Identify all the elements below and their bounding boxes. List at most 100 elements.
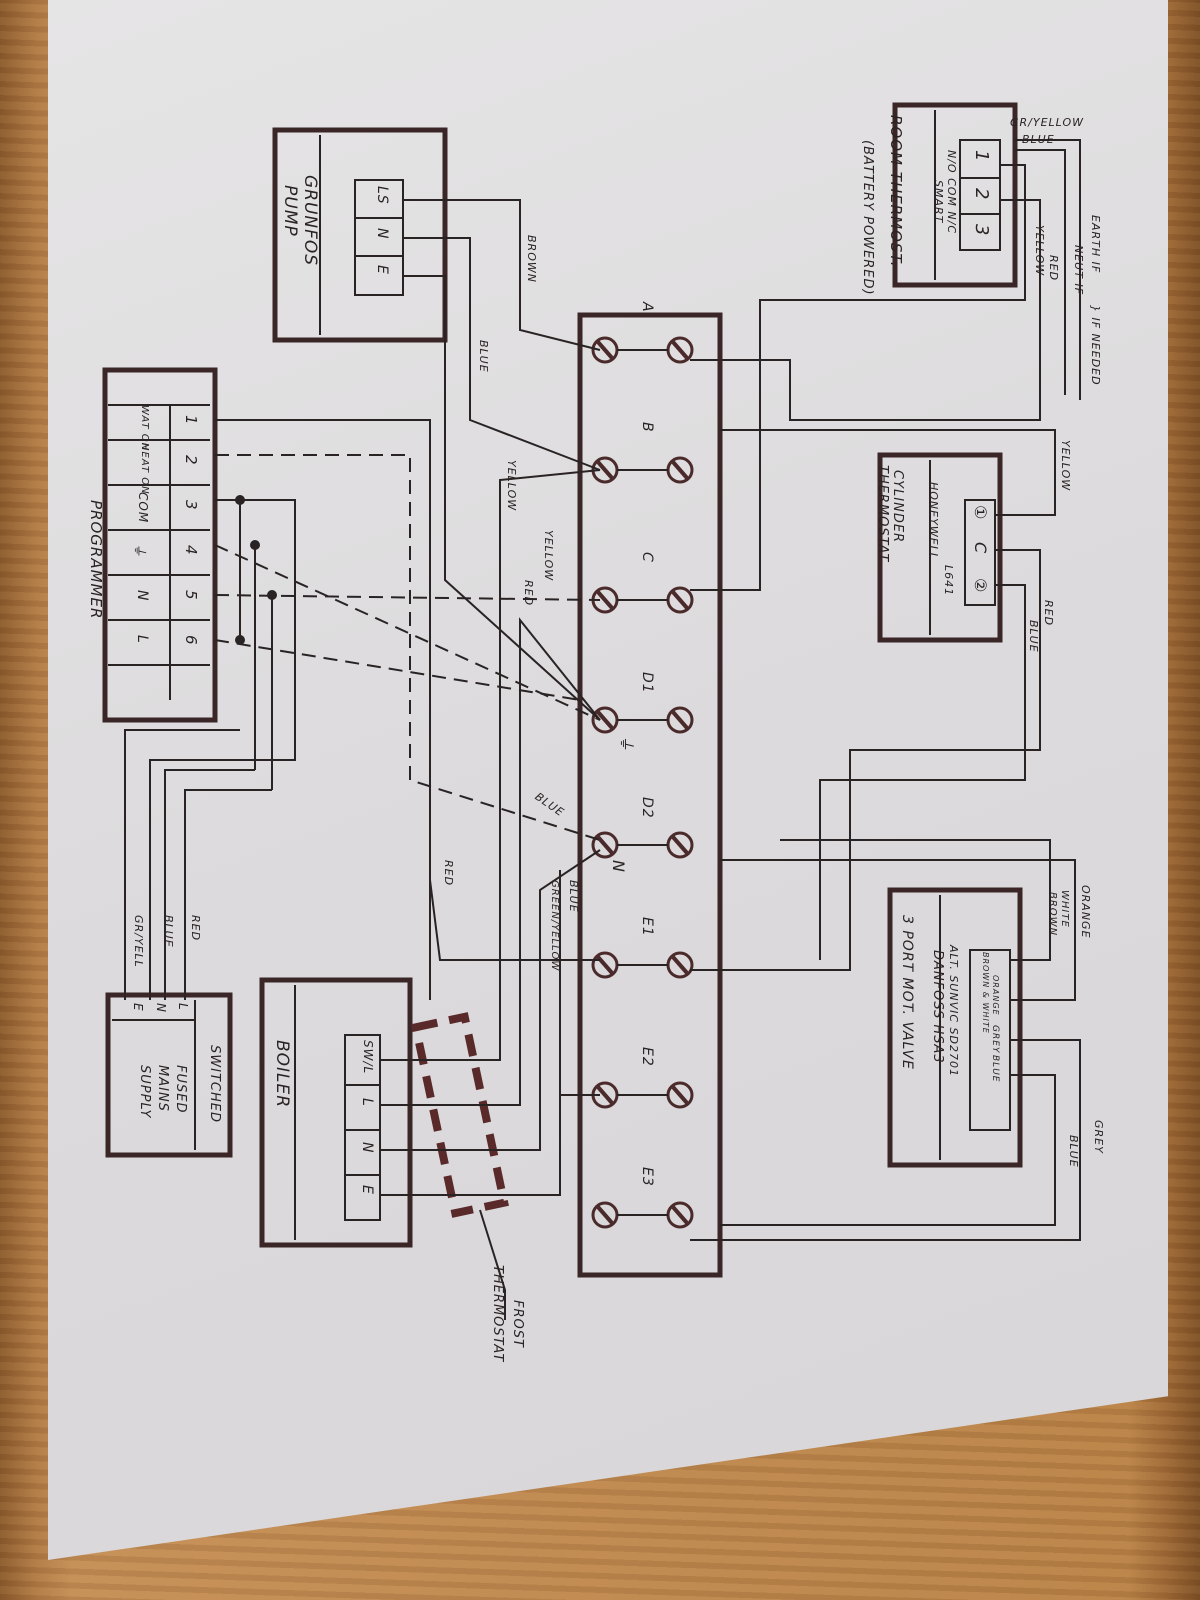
programmer-terminal-3-num: 3 (182, 500, 200, 511)
mains-mains: MAINS (155, 1065, 170, 1112)
valve-model: DANFOSS HSA3 (930, 950, 945, 1064)
junction-terminal-label-e1: E1 (639, 917, 655, 937)
wire-label-earth-if: EARTH IF (1089, 215, 1102, 274)
junction-terminal-label-e3: E3 (639, 1167, 655, 1187)
junction-terminals (591, 336, 694, 1229)
screw-slot (596, 955, 614, 975)
wire-label-pump-blue: BLUE (477, 340, 490, 373)
screw-slot (671, 710, 689, 730)
boiler-name: BOILER (272, 1040, 292, 1109)
frost-thermostat-name-2: THERMOSTAT (490, 1265, 505, 1363)
valve-terminal-brown-white: BROWN & WHITE (981, 952, 990, 1034)
room-thermostat-type: SMART (932, 180, 945, 224)
mains-terminal-n: N (154, 1003, 168, 1013)
wires (124, 139, 1081, 1241)
cylinder-thermostat-model-2: L641 (942, 565, 955, 597)
programmer-terminal-2-label: HEAT ON (139, 443, 150, 495)
earth-marker: ⏚ (617, 735, 636, 753)
wire-label-boiler-green-yellow: GREEN/YELLOW (549, 880, 560, 972)
junction-terminal-label-a: A (639, 302, 655, 313)
wire-label-cyl-blue: BLUE (1027, 620, 1040, 653)
screw-slot (596, 1085, 614, 1105)
screw-slot (671, 955, 689, 975)
mains-switched: SWITCHED (207, 1045, 222, 1123)
programmer-terminal-6-num: 6 (182, 635, 200, 646)
cylinder-terminal-c: C (971, 542, 990, 555)
wire-label-valve-white: WHITE (1059, 890, 1070, 928)
valve-alt-model: ALT. SUNVIC SD2701 (947, 945, 960, 1077)
wire-label-cyl-red: RED (1042, 600, 1055, 627)
cylinder-terminal-2: ② (971, 578, 990, 594)
wire-label-yellow: YELLOW (1033, 225, 1046, 277)
pump-terminal-ls: LS (374, 186, 390, 205)
cylinder-terminal-1: ① (971, 505, 990, 521)
room-thermostat-terminal-labels: N/O COM N/C (945, 150, 958, 235)
screw-slot (671, 590, 689, 610)
room-thermostat-terminal-3: 3 (971, 224, 992, 237)
pump-terminal-n: N (374, 228, 390, 240)
boiler-terminal-n: N (359, 1142, 375, 1154)
junction-terminal-label-c: C (639, 552, 655, 563)
programmer-terminal-3-label: COM (136, 492, 150, 524)
junction-terminal-label-e2: E2 (639, 1047, 655, 1067)
screw-slot (596, 1205, 614, 1225)
room-thermostat-name: ROOM THERMOST. (887, 115, 905, 268)
wire-label-prog-yellow: YELLOW (542, 530, 555, 582)
neutral-marker: N (609, 860, 628, 873)
cylinder-thermostat (877, 452, 1003, 643)
wire-label-cyl-yellow: YELLOW (1059, 440, 1072, 492)
screw-slot (671, 1085, 689, 1105)
programmer-terminal-2-num: 2 (182, 455, 200, 466)
room-thermostat-terminal-2: 2 (971, 188, 992, 201)
mains-supply: SUPPLY (137, 1065, 152, 1119)
frost-thermostat-name: FROST (510, 1300, 525, 1348)
wire-label-boiler-red: RED (442, 860, 455, 887)
wire-label-mains-red: RED (189, 915, 202, 942)
junction-terminal-label-d2: D2 (639, 797, 655, 819)
wire-label-gr-yellow: GR/YELLOW (1010, 116, 1084, 129)
cylinder-thermostat-name: CYLINDER (890, 470, 905, 544)
mains-terminal-l: L (176, 1003, 190, 1011)
screw-slot (596, 710, 614, 730)
junction-terminal-label-d1: D1 (639, 672, 655, 694)
valve-terminal-orange: ORANGE (991, 975, 1000, 1016)
wire-label-red: RED (1047, 255, 1060, 282)
pump-terminal-e: E (374, 265, 390, 275)
screw-slot (671, 460, 689, 480)
wire-label-valve-orange: ORANGE (1079, 885, 1092, 939)
cylinder-thermostat-name-2: THERMOSTAT (875, 465, 890, 563)
boiler (259, 977, 413, 1248)
wire-label-valve-blue: BLUE (1067, 1135, 1080, 1168)
room-thermostat (892, 102, 1018, 288)
frost-thermostat (411, 1012, 509, 1320)
pump-name: GRUNFOS (300, 175, 320, 267)
junction-box (577, 312, 723, 1278)
programmer-terminal-1-num: 1 (182, 415, 200, 426)
boiler-terminal-e: E (359, 1185, 375, 1195)
screw-slot (596, 835, 614, 855)
pump-name-2: PUMP (280, 185, 300, 237)
screw-slot (596, 340, 614, 360)
mains-supply (105, 992, 233, 1158)
valve-terminal-grey: GREY (990, 1025, 1000, 1054)
wire-label-neut-if: NEUT IF (1072, 245, 1085, 296)
valve-terminal-blue: BLUE (990, 1055, 1000, 1083)
mains-fused: FUSED (173, 1065, 188, 1114)
wire-label-boiler-blue: BLUE (567, 880, 580, 913)
valve-name: 3 PORT MOT. VALVE (899, 915, 915, 1070)
junction-terminal-label-b: B (639, 422, 655, 433)
wire-label-prog-red: RED (522, 580, 535, 607)
room-thermostat-note: (BATTERY POWERED) (860, 140, 875, 296)
wire-label-if-needed: } IF NEEDED (1089, 305, 1102, 386)
programmer-name: PROGRAMMER (87, 500, 105, 620)
screw-slot (671, 835, 689, 855)
screw-slot (671, 340, 689, 360)
wire-label-pump-yellow: YELLOW (505, 460, 518, 512)
boiler-terminal-l: L (359, 1098, 375, 1107)
programmer-terminal-4-num: 4 (182, 545, 200, 556)
wire-label-pump-brown: BROWN (525, 235, 538, 283)
wire-label-mains-gr-yell: GR/YELL (132, 915, 145, 968)
screw-slot (671, 1205, 689, 1225)
room-thermostat-terminal-1: 1 (971, 150, 992, 163)
